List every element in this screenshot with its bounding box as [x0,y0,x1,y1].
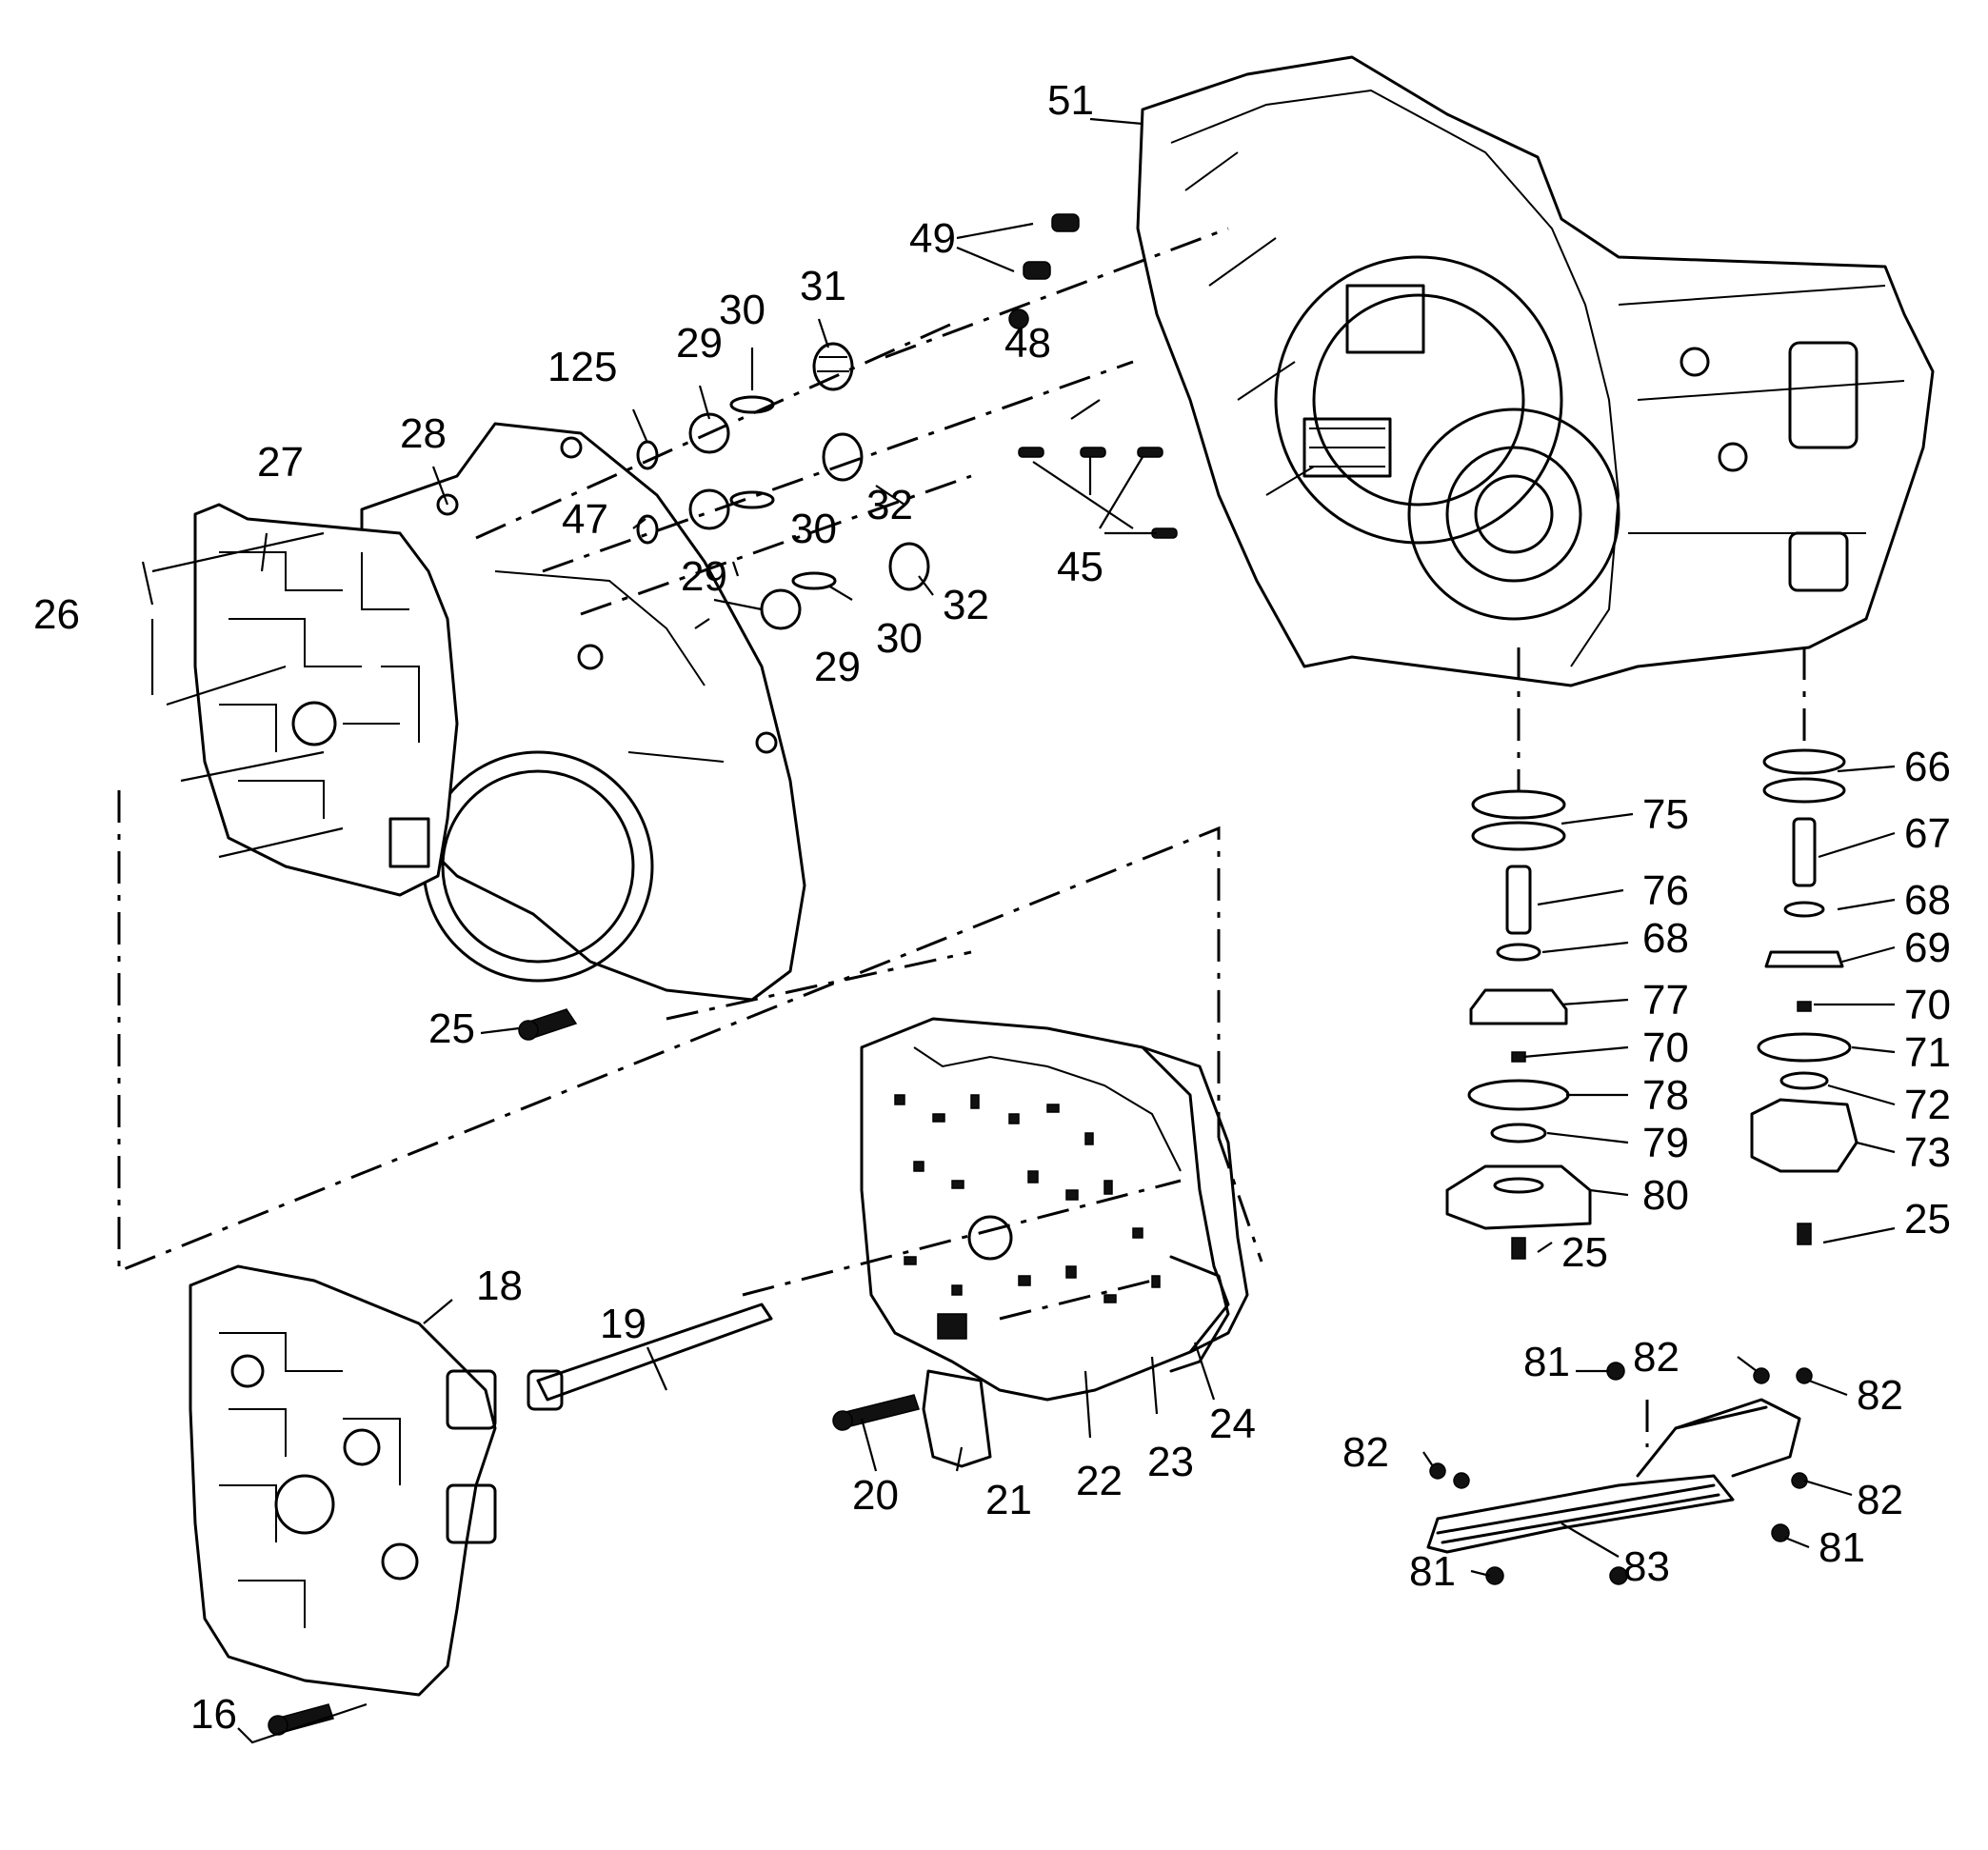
callout-82-top: 82 [1633,1334,1680,1381]
callout-82-right: 82 [1857,1477,1903,1523]
callout-47: 47 [562,496,608,543]
callout-20: 20 [852,1472,899,1519]
callout-30-mid: 30 [790,506,837,552]
callout-78: 78 [1642,1072,1689,1119]
callout-21: 21 [985,1477,1032,1523]
control-valve-body [189,1264,497,1697]
callout-25-servo-left: 25 [1561,1229,1608,1276]
spacer-plate [860,1017,1230,1402]
callout-125: 125 [547,344,617,390]
callout-81-right: 81 [1819,1524,1865,1571]
callout-16: 16 [190,1691,237,1738]
callout-76: 76 [1642,867,1689,914]
callout-labels: 16 18 19 20 21 22 23 24 25 25 25 26 27 2… [33,77,1951,1738]
transmission-case [1136,55,1935,687]
callout-29-mid: 29 [681,553,727,600]
callout-80: 80 [1642,1172,1689,1219]
callout-51: 51 [1047,77,1094,124]
callout-81-top: 81 [1523,1339,1570,1385]
callout-70-right: 70 [1904,982,1951,1028]
callout-31: 31 [800,263,846,309]
callout-69: 69 [1904,925,1951,971]
callout-68-right: 68 [1904,877,1951,924]
callout-28: 28 [400,410,447,457]
channel-plate [151,503,459,897]
callout-19: 19 [600,1301,646,1347]
callout-24: 24 [1209,1401,1256,1447]
assembly-guide-lines [117,227,1806,1447]
callout-75: 75 [1642,791,1689,838]
callout-79: 79 [1642,1120,1689,1166]
callout-77: 77 [1642,977,1689,1024]
gasket-plates [1141,1045,1249,1373]
callout-18: 18 [476,1263,523,1309]
callout-30-top: 30 [719,287,765,333]
callout-26: 26 [33,591,80,638]
leader-lines [141,117,1896,1744]
oil-pipe-assembly [1426,1398,1801,1554]
callout-29-bottom: 29 [814,644,861,690]
callout-70-left: 70 [1642,1024,1689,1071]
callout-81-bottom-left: 81 [1409,1548,1456,1595]
callout-30-bottom: 30 [876,615,923,662]
callout-68-left: 68 [1642,915,1689,962]
accumulator-parts [268,213,1813,1736]
callout-71: 71 [1904,1029,1951,1076]
callout-45: 45 [1057,544,1103,590]
callout-32-top: 32 [866,482,913,528]
callout-25-cover: 25 [428,1005,475,1052]
callout-66: 66 [1904,744,1951,790]
servo-assembly-left [1445,789,1592,1260]
callout-25-servo-right: 25 [1904,1196,1951,1243]
callout-32-bottom: 32 [943,582,989,628]
callout-73: 73 [1904,1129,1951,1176]
callout-82-left: 82 [1342,1429,1389,1476]
callout-23: 23 [1147,1439,1194,1485]
callout-67: 67 [1904,810,1951,857]
callout-49: 49 [909,215,956,262]
callout-82-top-right: 82 [1857,1372,1903,1419]
callout-48: 48 [1004,320,1051,367]
callout-83: 83 [1623,1543,1670,1590]
callout-29-top: 29 [676,320,723,367]
servo-assembly-right [1750,748,1859,1245]
callout-22: 22 [1076,1458,1123,1504]
callout-27: 27 [257,439,304,486]
callout-72: 72 [1904,1082,1951,1128]
